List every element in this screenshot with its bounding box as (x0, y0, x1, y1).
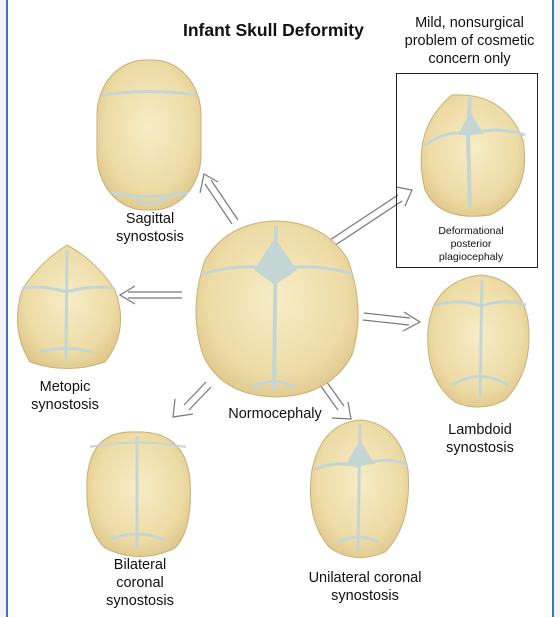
metopic-skull (18, 245, 121, 369)
bilateral-coronal-skull (87, 432, 191, 557)
sagittal-label: Sagittal synostosis (100, 210, 200, 246)
unilateral-coronal-skull (310, 420, 408, 558)
metopic-label: Metopic synostosis (20, 378, 110, 414)
sagittal-skull (97, 60, 201, 210)
diagram-title: Infant Skull Deformity (183, 20, 364, 41)
bilateral-coronal-label: Bilateral coronal synostosis (95, 556, 185, 610)
normocephaly-label: Normocephaly (210, 405, 340, 423)
arrow-to-bilateral (173, 382, 211, 417)
arrow-to-sagittal (200, 174, 238, 224)
arrow-to-lambdoid (363, 312, 420, 331)
deformational-label: Deformational posterior plagiocephaly (420, 225, 522, 264)
arrow-to-metopic (120, 286, 182, 304)
normocephaly-skull (196, 221, 358, 397)
unilateral-coronal-label: Unilateral coronal synostosis (300, 569, 430, 605)
lambdoid-label: Lambdoid synostosis (430, 421, 530, 457)
note-label: Mild, nonsurgical problem of cosmetic co… (397, 14, 542, 68)
lambdoid-skull (428, 275, 529, 407)
